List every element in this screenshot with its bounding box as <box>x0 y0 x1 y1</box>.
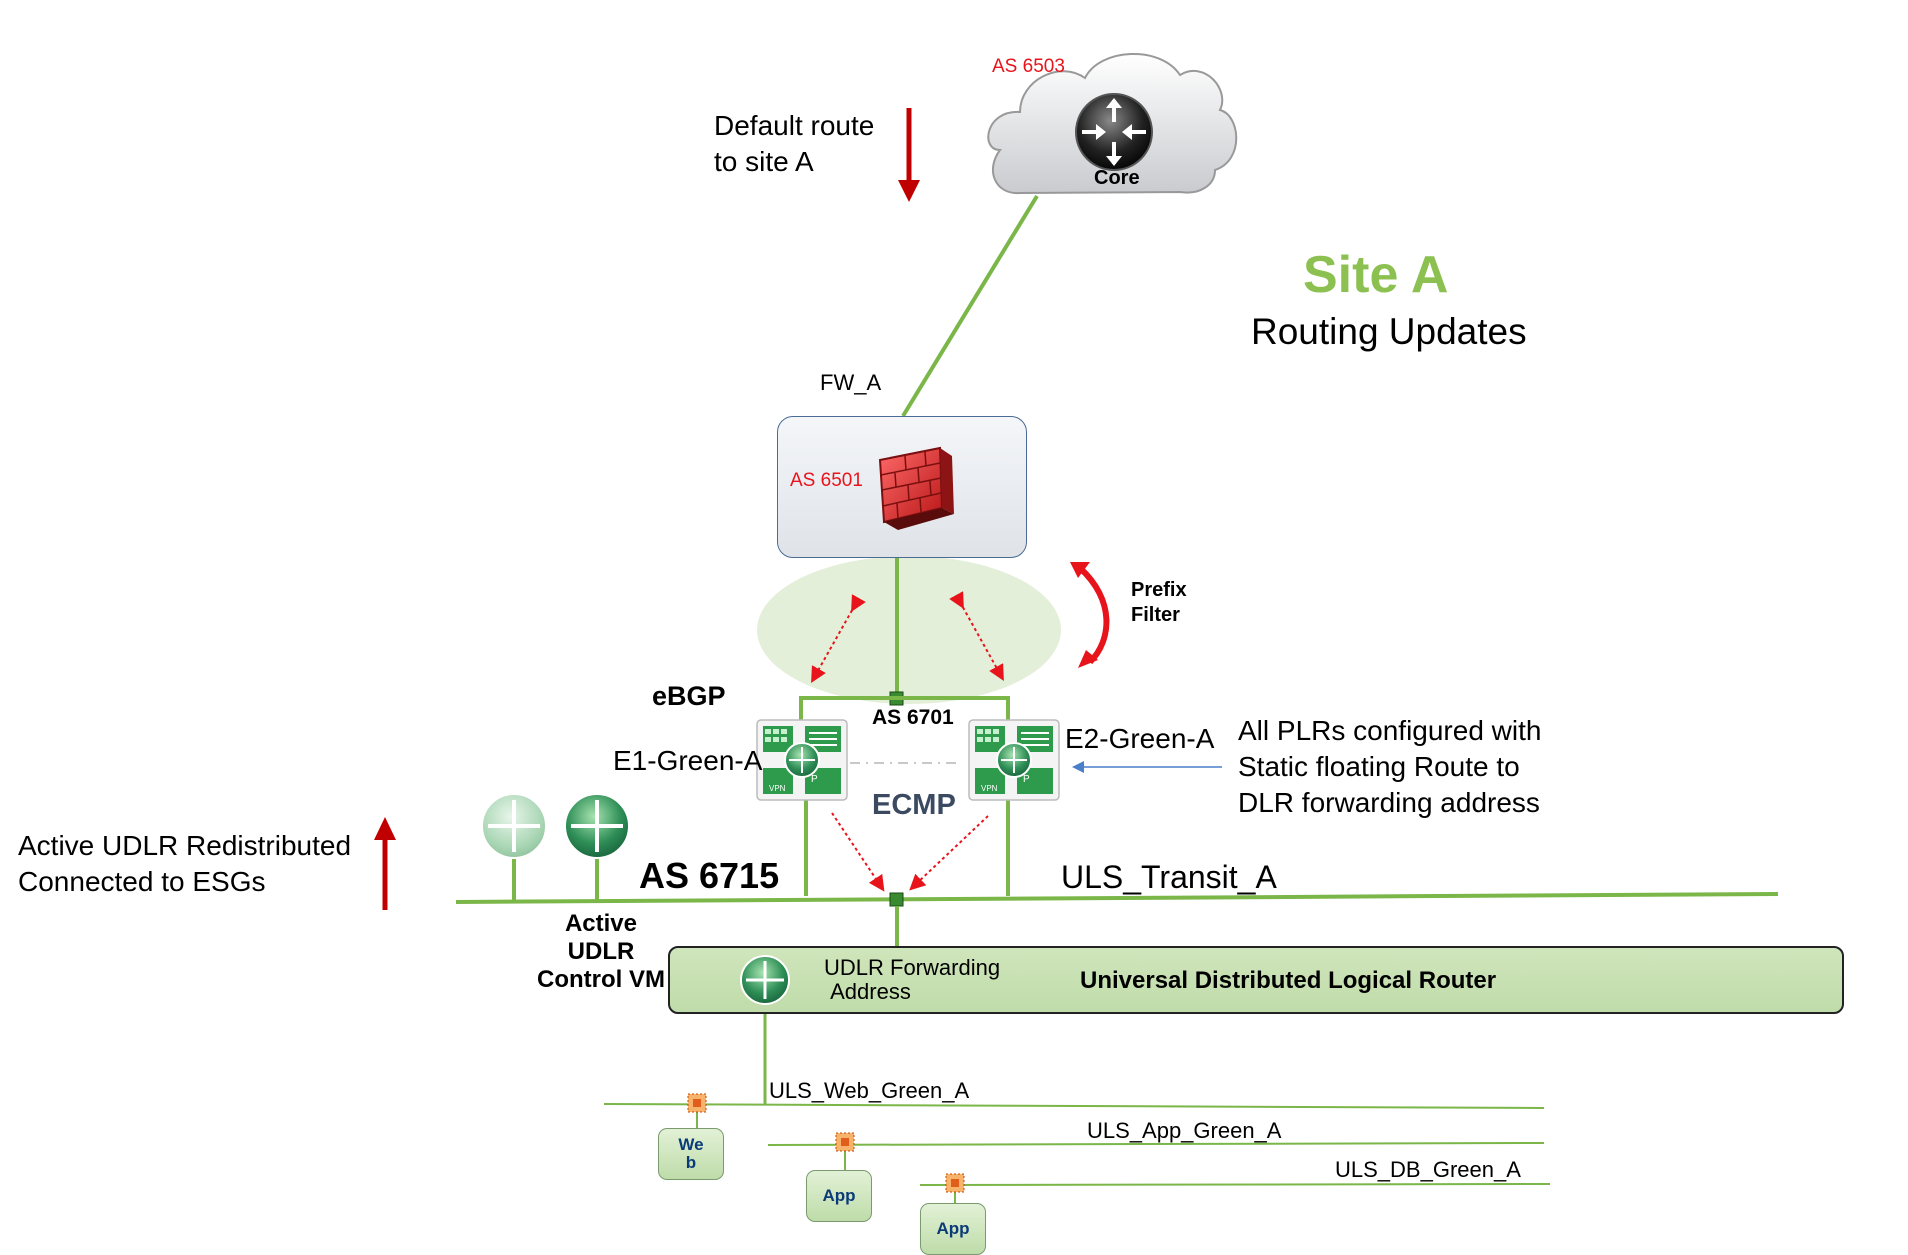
web-segment-label: ULS_Web_Green_A <box>769 1078 970 1103</box>
fw-name-label: FW_A <box>820 370 882 395</box>
web-segment-line <box>603 1103 1545 1109</box>
site-subtitle: Routing Updates <box>1251 311 1527 352</box>
prefix-filter-arrow <box>1077 565 1110 665</box>
app-segment-label: ULS_App_Green_A <box>1087 1118 1282 1143</box>
db-port-icon <box>945 1173 965 1193</box>
core-as-label: AS 6503 <box>992 56 1065 77</box>
app-vm-2: App <box>920 1203 986 1255</box>
svg-text:P: P <box>811 774 818 785</box>
transit-line <box>455 892 1779 904</box>
transit-label: ULS_Transit_A <box>1061 859 1277 895</box>
edge2-label: E2-Green-A <box>1065 723 1215 754</box>
udlr-forwarding-label: UDLR Forwarding Address <box>824 955 1001 1004</box>
ecmp-label: ECMP <box>872 789 956 821</box>
as6701-label: AS 6701 <box>872 706 954 729</box>
as6715-label: AS 6715 <box>639 855 780 896</box>
redistributed-up-arrow <box>374 817 396 910</box>
ebgp-label: eBGP <box>652 681 726 711</box>
edge1-label: E1-Green-A <box>613 745 763 776</box>
standby-control-vm-icon <box>481 793 547 859</box>
app-vm-1: App <box>806 1170 872 1222</box>
udlr-forwarding-node <box>889 892 904 907</box>
db-segment-line <box>919 1183 1551 1186</box>
svg-text:VPN: VPN <box>981 784 998 793</box>
core-router-icon <box>1075 93 1153 171</box>
svg-text:P: P <box>1023 774 1030 785</box>
svg-text:VPN: VPN <box>769 784 786 793</box>
ebgp-peering-zone <box>757 556 1061 704</box>
web-port-icon <box>687 1093 707 1113</box>
app-segment-line <box>767 1142 1545 1146</box>
active-control-vm-icon <box>564 793 630 859</box>
fw-as-label: AS 6501 <box>790 470 863 491</box>
edge1-icon: VPN P <box>756 719 848 801</box>
db-segment-label: ULS_DB_Green_A <box>1335 1157 1521 1182</box>
edge2-icon: VPN P <box>968 719 1060 801</box>
app-port-icon <box>835 1132 855 1152</box>
udlr-box <box>668 946 1844 1014</box>
site-title: Site A <box>1303 246 1449 304</box>
udlr-name-label: Universal Distributed Logical Router <box>1080 967 1497 994</box>
default-route-arrow <box>898 108 920 202</box>
core-fw-link <box>901 194 1039 418</box>
core-label: Core <box>1094 167 1140 189</box>
